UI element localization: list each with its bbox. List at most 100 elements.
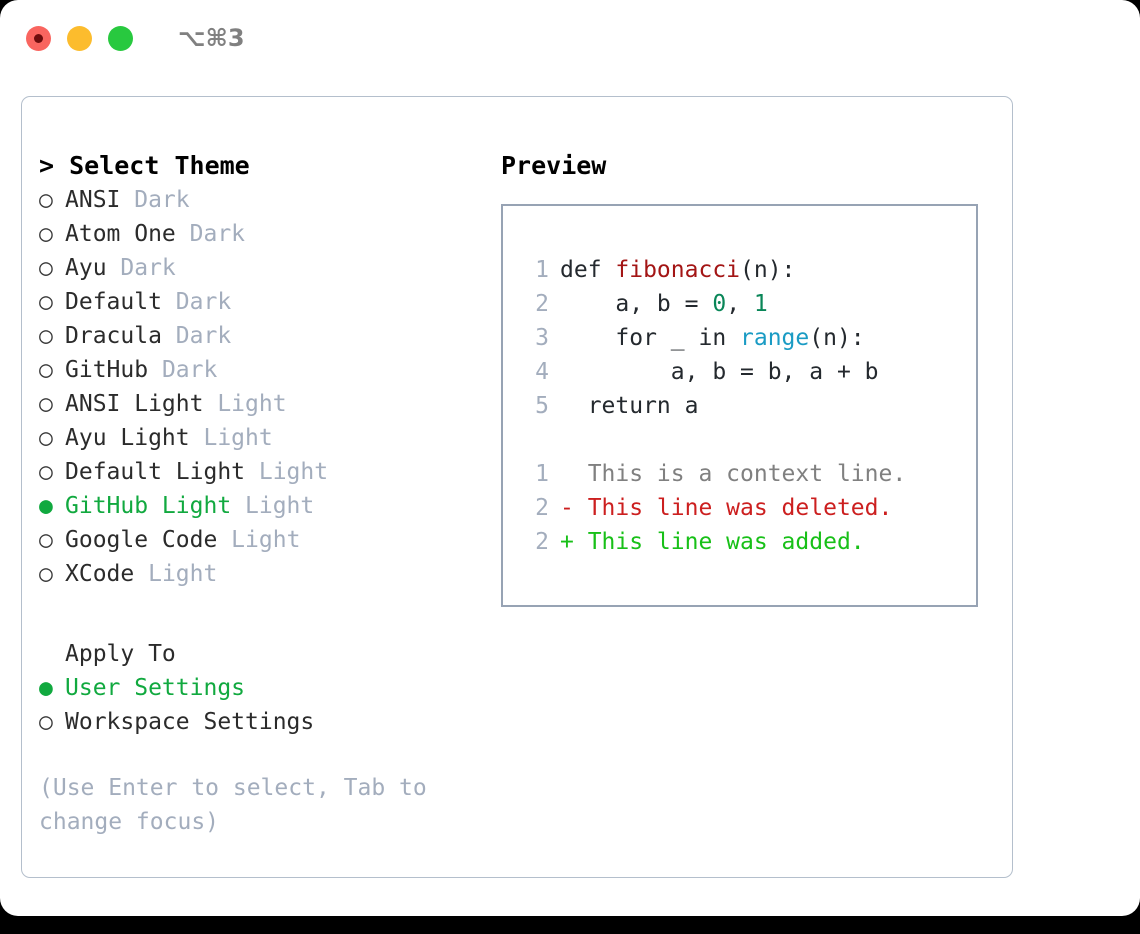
apply-to-list: ● User Settings ○Workspace Settings — [39, 671, 499, 739]
code-token: range — [740, 325, 810, 351]
line-number: 1 — [535, 461, 549, 487]
theme-item-label: Default — [65, 289, 162, 315]
diff-text: This is a context line. — [560, 461, 907, 487]
theme-item-default[interactable]: ○ Default Dark — [39, 285, 499, 319]
close-button[interactable] — [26, 25, 51, 51]
code-token: , — [726, 291, 754, 317]
theme-item-label: Google Code — [65, 527, 218, 553]
theme-category-tag: Dark — [175, 221, 246, 247]
code-token: fibonacci — [615, 257, 741, 283]
code-token: a, b = — [560, 291, 713, 317]
minimize-button[interactable] — [67, 25, 92, 51]
theme-item-ayu-light[interactable]: ○ Ayu Light Light — [39, 421, 499, 455]
theme-category-tag: Light — [217, 527, 301, 553]
code-line: 4 a, b = b, a + b — [523, 355, 906, 389]
theme-category-tag: Dark — [106, 255, 176, 281]
line-number: 3 — [535, 325, 549, 351]
radio-selected-icon: ● — [39, 675, 53, 701]
radio-unselected-icon: ○ — [39, 391, 53, 417]
line-number: 2 — [535, 495, 549, 521]
apply-to-item-user-settings[interactable]: ● User Settings — [39, 671, 499, 705]
theme-item-google-code[interactable]: ○ Google Code Light — [39, 523, 499, 557]
theme-item-label: ANSI Light — [65, 391, 204, 417]
theme-category-tag: Dark — [161, 289, 232, 315]
theme-item-label: Ayu — [65, 255, 107, 281]
radio-unselected-icon: ○ — [39, 255, 53, 281]
theme-category-tag: Dark — [148, 357, 218, 383]
theme-picker-panel: > Select Theme ○ANSI Dark○Atom One Dark○… — [21, 96, 1013, 878]
line-number: 2 — [535, 291, 549, 317]
theme-category-tag: Light — [189, 425, 273, 451]
preview-heading: Preview — [501, 151, 607, 180]
radio-unselected-icon: ○ — [39, 323, 53, 349]
theme-category-tag: Light — [134, 561, 218, 587]
radio-unselected-icon: ○ — [39, 527, 53, 553]
theme-category-tag: Dark — [120, 187, 190, 213]
spacer — [39, 591, 499, 637]
theme-item-ansi[interactable]: ○ANSI Dark — [39, 183, 499, 217]
title-bar: ⌥⌘3 — [0, 0, 1140, 76]
apply-to-heading: Apply To — [65, 641, 176, 667]
theme-item-github[interactable]: ○ GitHub Dark — [39, 353, 499, 387]
theme-list-column: > Select Theme ○ANSI Dark○Atom One Dark○… — [39, 149, 499, 839]
theme-list: ○ANSI Dark○Atom One Dark○Ayu Dark○Defaul… — [39, 183, 499, 591]
preview-column: Preview — [501, 149, 991, 183]
theme-category-tag: Dark — [161, 323, 232, 349]
theme-item-xcode[interactable]: ○XCode Light — [39, 557, 499, 591]
diff-block: 1 This is a context line. 2 - This line wa… — [523, 457, 906, 559]
theme-item-default-light[interactable]: ○ Default Light Light — [39, 455, 499, 489]
theme-item-label: Ayu Light — [65, 425, 190, 451]
apply-to-item-label: Workspace Settings — [65, 709, 315, 735]
spacer — [523, 423, 906, 457]
apply-to-item-workspace-settings[interactable]: ○Workspace Settings — [39, 705, 499, 739]
code-line: 3 for _ in range(n): — [523, 321, 906, 355]
theme-item-github-light[interactable]: ●GitHub Light Light — [39, 489, 499, 523]
theme-item-label: XCode — [65, 561, 135, 587]
radio-unselected-icon: ○ — [39, 357, 53, 383]
theme-item-dracula[interactable]: ○ Dracula Dark — [39, 319, 499, 353]
line-number: 4 — [535, 359, 549, 385]
diff-text: + This line was added. — [560, 529, 865, 555]
theme-item-label: GitHub — [65, 357, 149, 383]
theme-category-tag: Light — [203, 391, 287, 417]
theme-item-label: Atom One — [65, 221, 176, 247]
code-token: 0 — [712, 291, 727, 317]
theme-item-label: Dracula — [65, 323, 162, 349]
line-number: 5 — [535, 393, 549, 419]
radio-unselected-icon: ○ — [39, 425, 53, 451]
theme-item-atom-one[interactable]: ○ Atom One Dark — [39, 217, 499, 251]
radio-selected-icon: ● — [39, 493, 53, 519]
diff-text: - This line was deleted. — [560, 495, 893, 521]
radio-unselected-icon: ○ — [39, 221, 53, 247]
theme-item-ayu[interactable]: ○ Ayu Dark — [39, 251, 499, 285]
code-token: for _ in — [560, 325, 741, 351]
code-token: return a — [560, 393, 699, 419]
diff-line: 2 - This line was deleted. — [523, 491, 906, 525]
code-token: a, b = b, a + b — [560, 359, 879, 385]
code-token: def — [560, 257, 616, 283]
apply-to-item-label: User Settings — [65, 675, 246, 701]
help-text: (Use Enter to select, Tab to change focu… — [39, 775, 427, 835]
radio-unselected-icon: ○ — [39, 289, 53, 315]
code-token: (n): — [809, 325, 865, 351]
theme-item-label: ANSI — [65, 187, 121, 213]
code-line: 2 a, b = 0, 1 — [523, 287, 906, 321]
code-line: 5 return a — [523, 389, 906, 423]
code-token: 1 — [753, 291, 768, 317]
diff-line: 2 + This line was added. — [523, 525, 906, 559]
traffic-lights — [26, 25, 133, 51]
line-number: 1 — [535, 257, 549, 283]
theme-item-ansi-light[interactable]: ○ ANSI Light Light — [39, 387, 499, 421]
theme-category-tag: Light — [231, 493, 315, 519]
close-icon — [34, 33, 43, 43]
line-number: 2 — [535, 529, 549, 555]
theme-item-label: Default Light — [65, 459, 246, 485]
theme-category-tag: Light — [245, 459, 329, 485]
maximize-button[interactable] — [108, 25, 133, 51]
radio-unselected-icon: ○ — [39, 459, 53, 485]
